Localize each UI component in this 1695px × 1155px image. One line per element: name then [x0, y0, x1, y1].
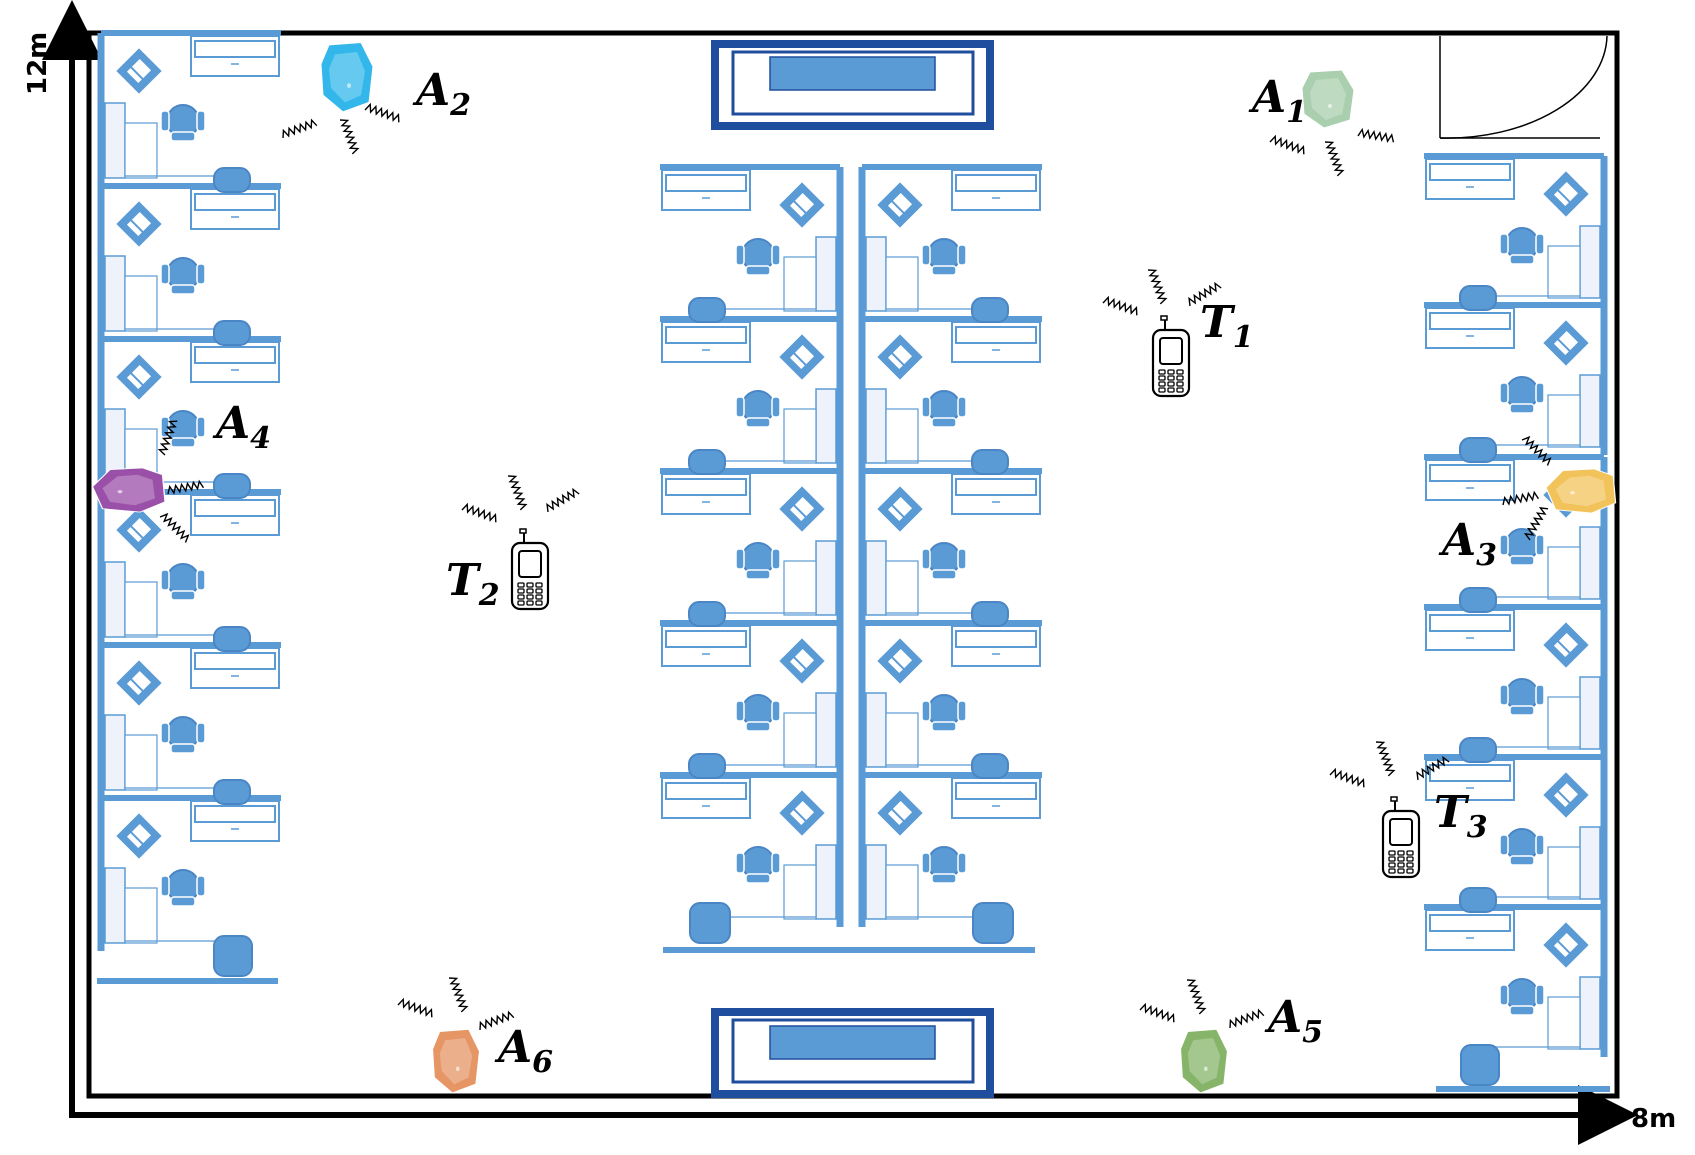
cubicle-right-6 [1424, 904, 1608, 1057]
beacon-icon [1545, 468, 1617, 514]
stool-left-5 [213, 779, 251, 805]
cubicle-center-left-1 [660, 164, 844, 319]
cubicle-center-left-5 [660, 772, 844, 927]
stool-center-5 [971, 297, 1009, 323]
cubicle-right-2 [1424, 302, 1608, 455]
stool-center-1 [688, 297, 726, 323]
cubicle-left-6 [97, 795, 281, 951]
stool-right-4 [1459, 737, 1497, 763]
cubicle-center-right-1 [858, 164, 1042, 319]
signal-waves [279, 102, 402, 155]
anchor-label-a5: A5 [1264, 992, 1323, 1050]
stool-left-1 [213, 167, 251, 193]
anchor-a6: A6 [397, 974, 553, 1094]
anchor-label-a4: A4 [212, 398, 271, 456]
cubicle-center-left-4 [660, 620, 844, 775]
tag-label-t3: T3 [1434, 787, 1488, 845]
anchor-label-a3: A3 [1438, 515, 1497, 573]
cubicles [97, 30, 1610, 1092]
stool-right-5 [1459, 887, 1497, 913]
stool-right-2 [1459, 437, 1497, 463]
cubicle-center-left-3 [660, 468, 844, 623]
cubicle-center-left-2 [660, 316, 844, 471]
stool-right-6 [1460, 1044, 1500, 1086]
table-top [711, 40, 994, 130]
cubicle-left-2 [97, 183, 281, 339]
beacon-icon [1180, 1028, 1228, 1094]
anchor-a5: A5 [1139, 976, 1323, 1094]
signal-waves [461, 472, 580, 524]
anchor-a4: A4 [91, 398, 271, 544]
cubicle-center-right-3 [858, 468, 1042, 623]
signal-waves [1139, 976, 1265, 1029]
beacon-icon [91, 467, 166, 513]
cubicle-left-4 [97, 489, 281, 645]
phone-icon [1151, 314, 1191, 398]
stool-center-10 [972, 902, 1014, 944]
anchor-label-a6: A6 [494, 1022, 553, 1080]
tag-t2: T2 [446, 472, 580, 613]
tag-label-t1: T1 [1200, 297, 1254, 355]
cubicle-right-5 [1424, 754, 1608, 907]
anchor-a1: A1 [1248, 69, 1396, 177]
anchor-label-a2: A2 [412, 65, 471, 123]
phone-icon [1381, 795, 1421, 879]
beacon-icon [1301, 69, 1355, 129]
cubicle-left-1 [97, 30, 281, 186]
stool-right-1 [1459, 285, 1497, 311]
beacon-icon [320, 41, 374, 113]
y-axis-label: 12m [23, 32, 53, 95]
stool-left-6 [213, 935, 253, 977]
cubicle-right-4 [1424, 604, 1608, 757]
cubicle-center-right-2 [858, 316, 1042, 471]
anchor-a3: A3 [1438, 434, 1617, 573]
stool-left-2 [213, 320, 251, 346]
stool-left-4 [213, 626, 251, 652]
stool-center-7 [971, 601, 1009, 627]
stool-center-8 [971, 753, 1009, 779]
cubicle-left-5 [97, 642, 281, 798]
cubicle-center-right-5 [858, 772, 1042, 927]
tag-t3: T3 [1329, 738, 1488, 879]
signal-waves [397, 974, 515, 1031]
stool-left-3 [213, 473, 251, 499]
stool-center-6 [971, 449, 1009, 475]
stool-center-9 [689, 902, 731, 944]
signal-waves [1269, 128, 1396, 177]
room-wall [86, 30, 1620, 1099]
door [1439, 35, 1608, 139]
table-bottom [711, 1008, 994, 1098]
tag-t1: T1 [1102, 266, 1254, 398]
anchor-a2: A2 [279, 41, 471, 155]
cubicle-center-right-4 [858, 620, 1042, 775]
cubicle-right-1 [1424, 153, 1608, 306]
beacon-icon [432, 1028, 480, 1094]
tag-label-t2: T2 [446, 555, 500, 613]
anchor-label-a1: A1 [1248, 72, 1307, 130]
stool-right-3 [1459, 587, 1497, 613]
stool-center-4 [688, 753, 726, 779]
stool-center-2 [688, 449, 726, 475]
stool-center-3 [688, 601, 726, 627]
x-axis-label: 8m [1631, 1104, 1676, 1134]
phone-icon [510, 527, 550, 611]
